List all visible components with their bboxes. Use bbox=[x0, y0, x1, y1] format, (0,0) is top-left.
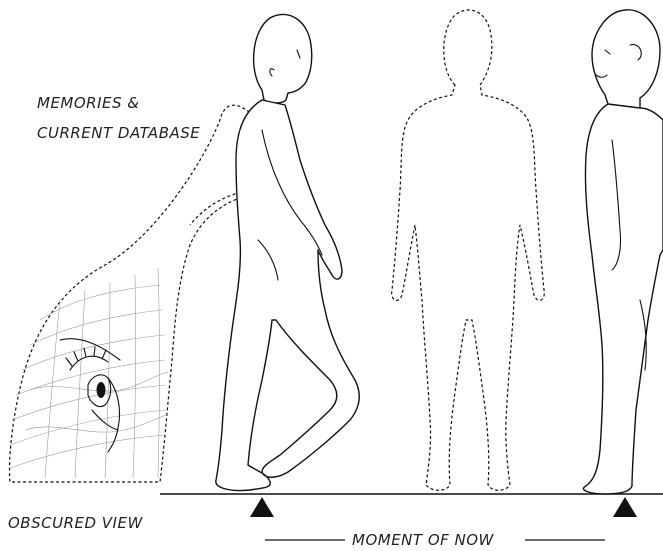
left-fulcrum-triangle bbox=[250, 497, 274, 517]
memories-label-line1: MEMORIES & bbox=[37, 94, 139, 112]
walking-figure bbox=[216, 14, 359, 490]
standing-figure-right bbox=[583, 10, 663, 494]
dashed-figure bbox=[392, 10, 545, 490]
memories-label-line2: CURRENT DATABASE bbox=[37, 124, 200, 142]
moment-of-now-label: MOMENT OF NOW bbox=[352, 531, 495, 549]
right-fulcrum-triangle bbox=[613, 497, 637, 517]
obscured-view-label: OBSCURED VIEW bbox=[8, 514, 143, 532]
